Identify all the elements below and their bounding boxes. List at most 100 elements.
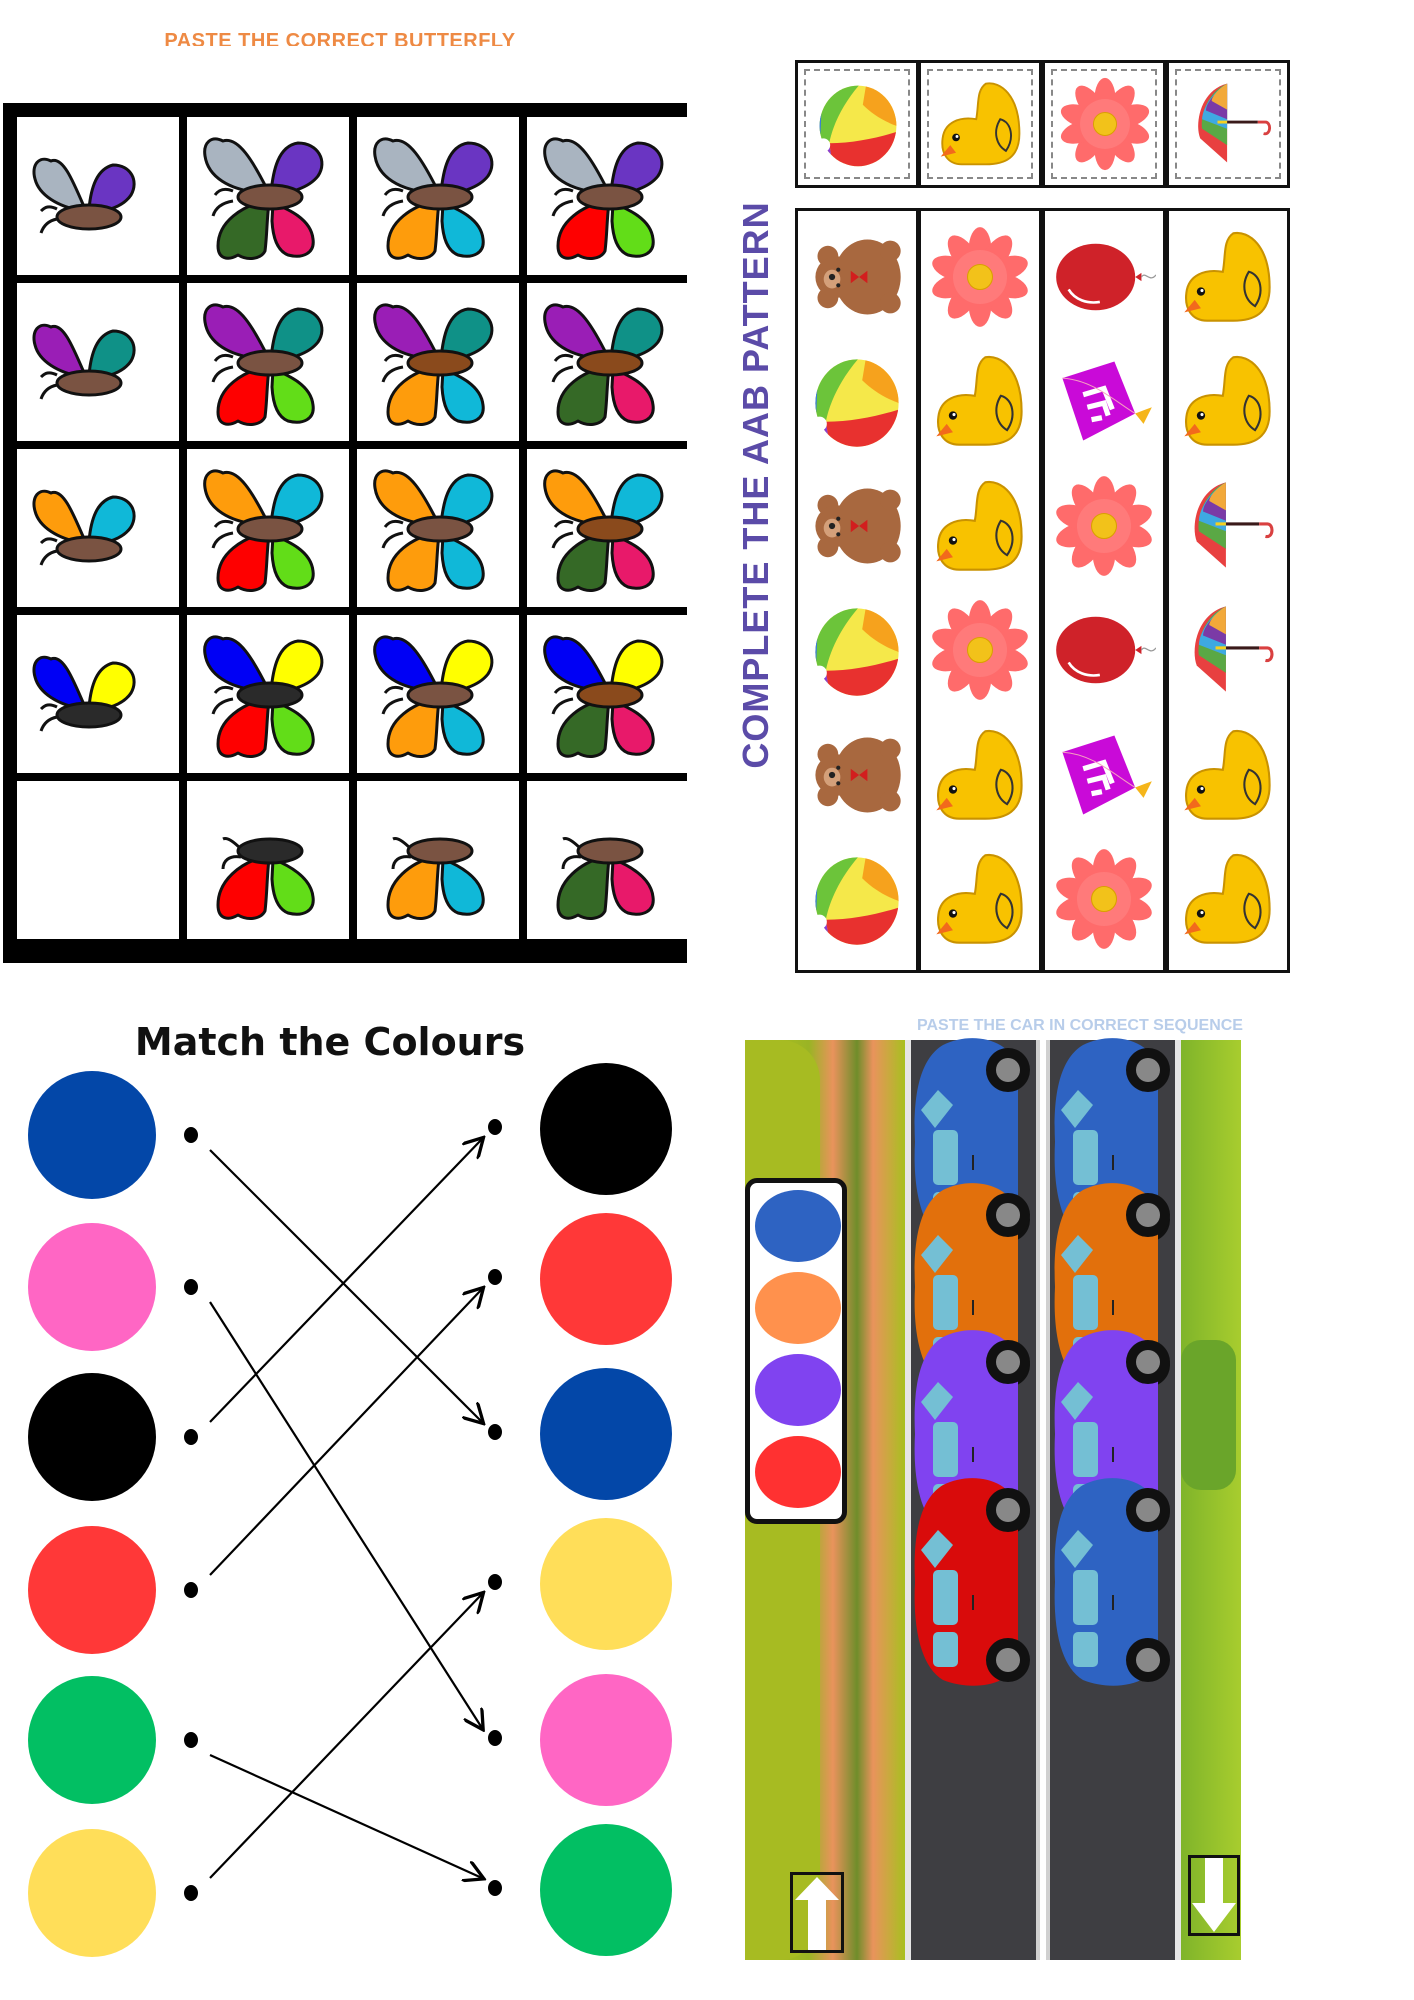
right-dot[interactable] bbox=[488, 1119, 502, 1135]
duck-icon bbox=[1184, 231, 1271, 322]
pattern-item-flower bbox=[1052, 474, 1156, 583]
duck-icon bbox=[936, 356, 1023, 446]
aab-answer-card-flower[interactable] bbox=[1042, 60, 1166, 188]
butterfly-option-cell[interactable] bbox=[187, 449, 349, 607]
right-circle-red[interactable] bbox=[540, 1213, 672, 1345]
pattern-item-kite bbox=[1052, 349, 1156, 458]
palette-circle-orange bbox=[755, 1272, 841, 1344]
aab-answer-card-beach-ball[interactable] bbox=[795, 60, 919, 188]
pattern-item-balloon bbox=[1052, 225, 1157, 334]
butterfly-cutout-cell[interactable] bbox=[357, 781, 519, 939]
butterfly-prompt-cell bbox=[17, 283, 179, 441]
left-dot[interactable] bbox=[184, 1732, 198, 1748]
road-divider bbox=[1036, 1040, 1050, 1960]
pattern-item-duck bbox=[928, 474, 1032, 583]
kite-icon bbox=[1062, 735, 1152, 815]
left-circle-blue[interactable] bbox=[28, 1071, 156, 1199]
umbrella-icon bbox=[1194, 482, 1274, 568]
right-dot[interactable] bbox=[488, 1574, 502, 1590]
teddy-bear-icon bbox=[815, 239, 901, 315]
butterfly-option-cell[interactable] bbox=[527, 449, 689, 607]
right-dot[interactable] bbox=[488, 1269, 502, 1285]
duck-icon bbox=[936, 854, 1023, 944]
right-circle-black[interactable] bbox=[540, 1063, 672, 1195]
butterfly-prompt-cell bbox=[17, 449, 179, 607]
pattern-item-beach-ball bbox=[805, 349, 909, 458]
right-circle-blue[interactable] bbox=[540, 1368, 672, 1500]
aab-answer-card-duck[interactable] bbox=[918, 60, 1042, 188]
butterfly-prompt-cell bbox=[17, 615, 179, 773]
aab-pattern-column bbox=[795, 208, 919, 973]
butterfly-option-cell[interactable] bbox=[527, 283, 689, 441]
pattern-item-beach-ball bbox=[805, 598, 909, 707]
butterfly-bottom-wings-icon bbox=[386, 837, 485, 920]
duck-icon bbox=[1184, 356, 1271, 446]
pattern-item-balloon bbox=[1052, 598, 1157, 707]
pattern-item-umbrella bbox=[1176, 474, 1280, 583]
left-dot[interactable] bbox=[184, 1127, 198, 1143]
butterfly-icon bbox=[203, 469, 324, 592]
right-dot[interactable] bbox=[488, 1424, 502, 1440]
car-icon[interactable] bbox=[913, 1470, 1033, 1695]
beach-ball-icon bbox=[812, 608, 899, 697]
right-circle-pink[interactable] bbox=[540, 1674, 672, 1806]
pattern-item-teddy-bear bbox=[805, 474, 909, 583]
left-dot[interactable] bbox=[184, 1279, 198, 1295]
duck-icon bbox=[940, 82, 1021, 166]
butterfly-cutout-cell[interactable] bbox=[187, 781, 349, 939]
aab-answer-card-umbrella[interactable] bbox=[1166, 60, 1290, 188]
pattern-item-duck bbox=[1176, 723, 1280, 832]
balloon-icon bbox=[1056, 243, 1157, 311]
butterfly-option-cell[interactable] bbox=[357, 283, 519, 441]
arrow-down-box bbox=[1188, 1855, 1240, 1936]
butterfly-icon bbox=[543, 635, 664, 758]
butterfly-option-cell[interactable] bbox=[187, 283, 349, 441]
butterfly-option-cell[interactable] bbox=[527, 117, 689, 275]
pattern-item-duck bbox=[1176, 847, 1280, 956]
palette-circle-red bbox=[755, 1436, 841, 1508]
pattern-item-umbrella bbox=[1176, 598, 1280, 707]
butterfly-option-cell[interactable] bbox=[187, 615, 349, 773]
duck-icon bbox=[1184, 729, 1271, 820]
car-icon[interactable] bbox=[1053, 1470, 1173, 1695]
butterfly-option-cell[interactable] bbox=[527, 615, 689, 773]
butterfly-prompt-cell bbox=[17, 117, 179, 275]
butterfly-icon bbox=[373, 469, 494, 592]
left-circle-green[interactable] bbox=[28, 1676, 156, 1804]
aab-pattern-title: COMPLETE THE AAB PATTERN bbox=[735, 201, 776, 769]
pattern-item-duck bbox=[928, 349, 1032, 458]
left-circle-pink[interactable] bbox=[28, 1223, 156, 1351]
flower-icon bbox=[1056, 475, 1152, 576]
butterfly-option-cell[interactable] bbox=[357, 615, 519, 773]
teddy-bear-icon bbox=[815, 488, 901, 564]
right-circle-green[interactable] bbox=[540, 1824, 672, 1956]
flower-icon bbox=[932, 600, 1028, 701]
pattern-item-kite bbox=[1052, 723, 1156, 832]
right-circle-yellow[interactable] bbox=[540, 1518, 672, 1650]
cut-line bbox=[804, 69, 910, 179]
left-dot[interactable] bbox=[184, 1429, 198, 1445]
left-dot[interactable] bbox=[184, 1885, 198, 1901]
butterfly-option-cell[interactable] bbox=[357, 449, 519, 607]
butterfly-option-cell[interactable] bbox=[357, 117, 519, 275]
beach-ball-icon bbox=[812, 359, 899, 448]
kite-icon bbox=[1062, 361, 1152, 441]
right-dot[interactable] bbox=[488, 1730, 502, 1746]
butterfly-icon bbox=[373, 303, 494, 426]
beach-ball-icon bbox=[816, 85, 897, 167]
butterfly-icon bbox=[203, 635, 324, 758]
butterfly-icon bbox=[203, 303, 324, 426]
arrow-up-box bbox=[790, 1872, 844, 1953]
flower-bush bbox=[1181, 1340, 1236, 1490]
butterfly-icon bbox=[543, 469, 664, 592]
umbrella-icon bbox=[1194, 606, 1274, 692]
left-dot[interactable] bbox=[184, 1582, 198, 1598]
left-circle-yellow[interactable] bbox=[28, 1829, 156, 1957]
cut-line bbox=[1051, 69, 1157, 179]
left-circle-red[interactable] bbox=[28, 1526, 156, 1654]
right-dot[interactable] bbox=[488, 1880, 502, 1896]
butterfly-cutout-cell[interactable] bbox=[527, 781, 689, 939]
left-circle-black[interactable] bbox=[28, 1373, 156, 1501]
butterfly-icon bbox=[373, 137, 494, 260]
butterfly-option-cell[interactable] bbox=[187, 117, 349, 275]
